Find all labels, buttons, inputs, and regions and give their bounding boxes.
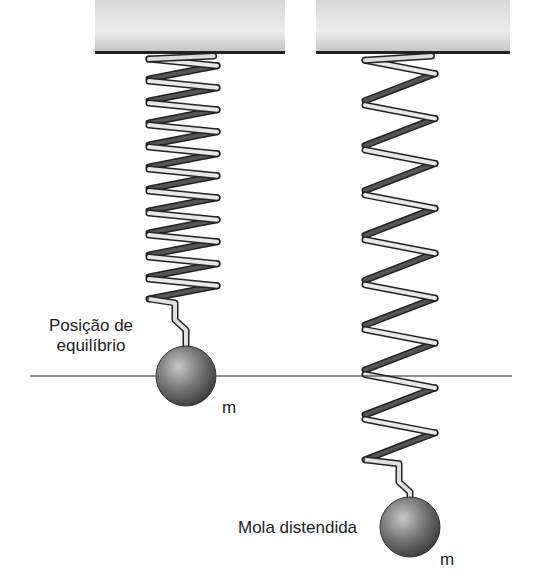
equilibrium-line [30, 375, 512, 376]
ceiling [316, 0, 510, 52]
position-label: Posição de equilíbrio [32, 316, 150, 356]
ceiling [95, 0, 285, 52]
spring-coil [365, 150, 435, 163]
spring-coil [365, 208, 435, 235]
spring-coil [149, 213, 217, 220]
spring-coil [149, 257, 217, 264]
spring-coil [365, 105, 435, 118]
spring-coil [365, 195, 435, 208]
spring-coil [365, 285, 435, 298]
spring-coil [365, 419, 435, 432]
spring-hook [149, 299, 186, 348]
spring-coil [365, 74, 435, 101]
spring-coil [365, 105, 435, 118]
spring-coil [149, 169, 217, 176]
spring-coil [365, 56, 432, 60]
spring-coil [149, 147, 217, 154]
spring-coil [365, 195, 435, 208]
mass [380, 497, 440, 557]
spring-coil [365, 343, 435, 370]
spring-coil [365, 343, 435, 370]
spring-coil [149, 191, 217, 198]
spring-coil [365, 388, 435, 415]
spring-coil [149, 235, 217, 242]
spring-coil [149, 169, 217, 176]
spring-coil [149, 103, 217, 110]
spring-coil [365, 74, 435, 101]
spring-coil [365, 150, 435, 163]
spring-coil [149, 279, 217, 286]
spring-coil [149, 81, 217, 88]
ceiling-edge [316, 51, 510, 54]
spring-coil [365, 253, 435, 280]
spring-coil [365, 298, 435, 325]
mass [156, 346, 216, 406]
spring-coil [365, 119, 435, 146]
spring-coil [149, 279, 217, 286]
spring-coil [149, 125, 217, 132]
spring-coil [365, 56, 432, 60]
spring-hook [365, 460, 410, 499]
spring-coil [149, 213, 217, 220]
spring-hook [149, 299, 186, 348]
spring-coil [365, 419, 435, 432]
spring-coil [149, 56, 214, 59]
ceiling-edge [95, 51, 285, 54]
spring-coil [149, 125, 217, 132]
spring-coil [365, 119, 435, 146]
spring-coil [149, 147, 217, 154]
mass-label: m [440, 550, 470, 570]
spring-coil [149, 103, 217, 110]
spring-coil [365, 285, 435, 298]
spring-coil [365, 298, 435, 325]
spring-coil [149, 257, 217, 264]
spring-coil [365, 330, 435, 343]
mass-label: m [222, 398, 252, 418]
spring-coil [365, 433, 435, 460]
spring-coil [365, 240, 435, 253]
spring-hook [365, 460, 410, 499]
spring-coil [149, 81, 217, 88]
state-label: Mola distendida [238, 518, 388, 538]
spring-coil [365, 163, 435, 190]
spring-coil [365, 253, 435, 280]
spring-coil [149, 235, 217, 242]
spring-coil [365, 163, 435, 190]
spring-coil [365, 433, 435, 460]
spring-coil [365, 388, 435, 415]
spring-coil [365, 208, 435, 235]
spring-coil [149, 56, 214, 59]
spring-coil [365, 330, 435, 343]
spring-coil [365, 240, 435, 253]
spring-coil [149, 191, 217, 198]
